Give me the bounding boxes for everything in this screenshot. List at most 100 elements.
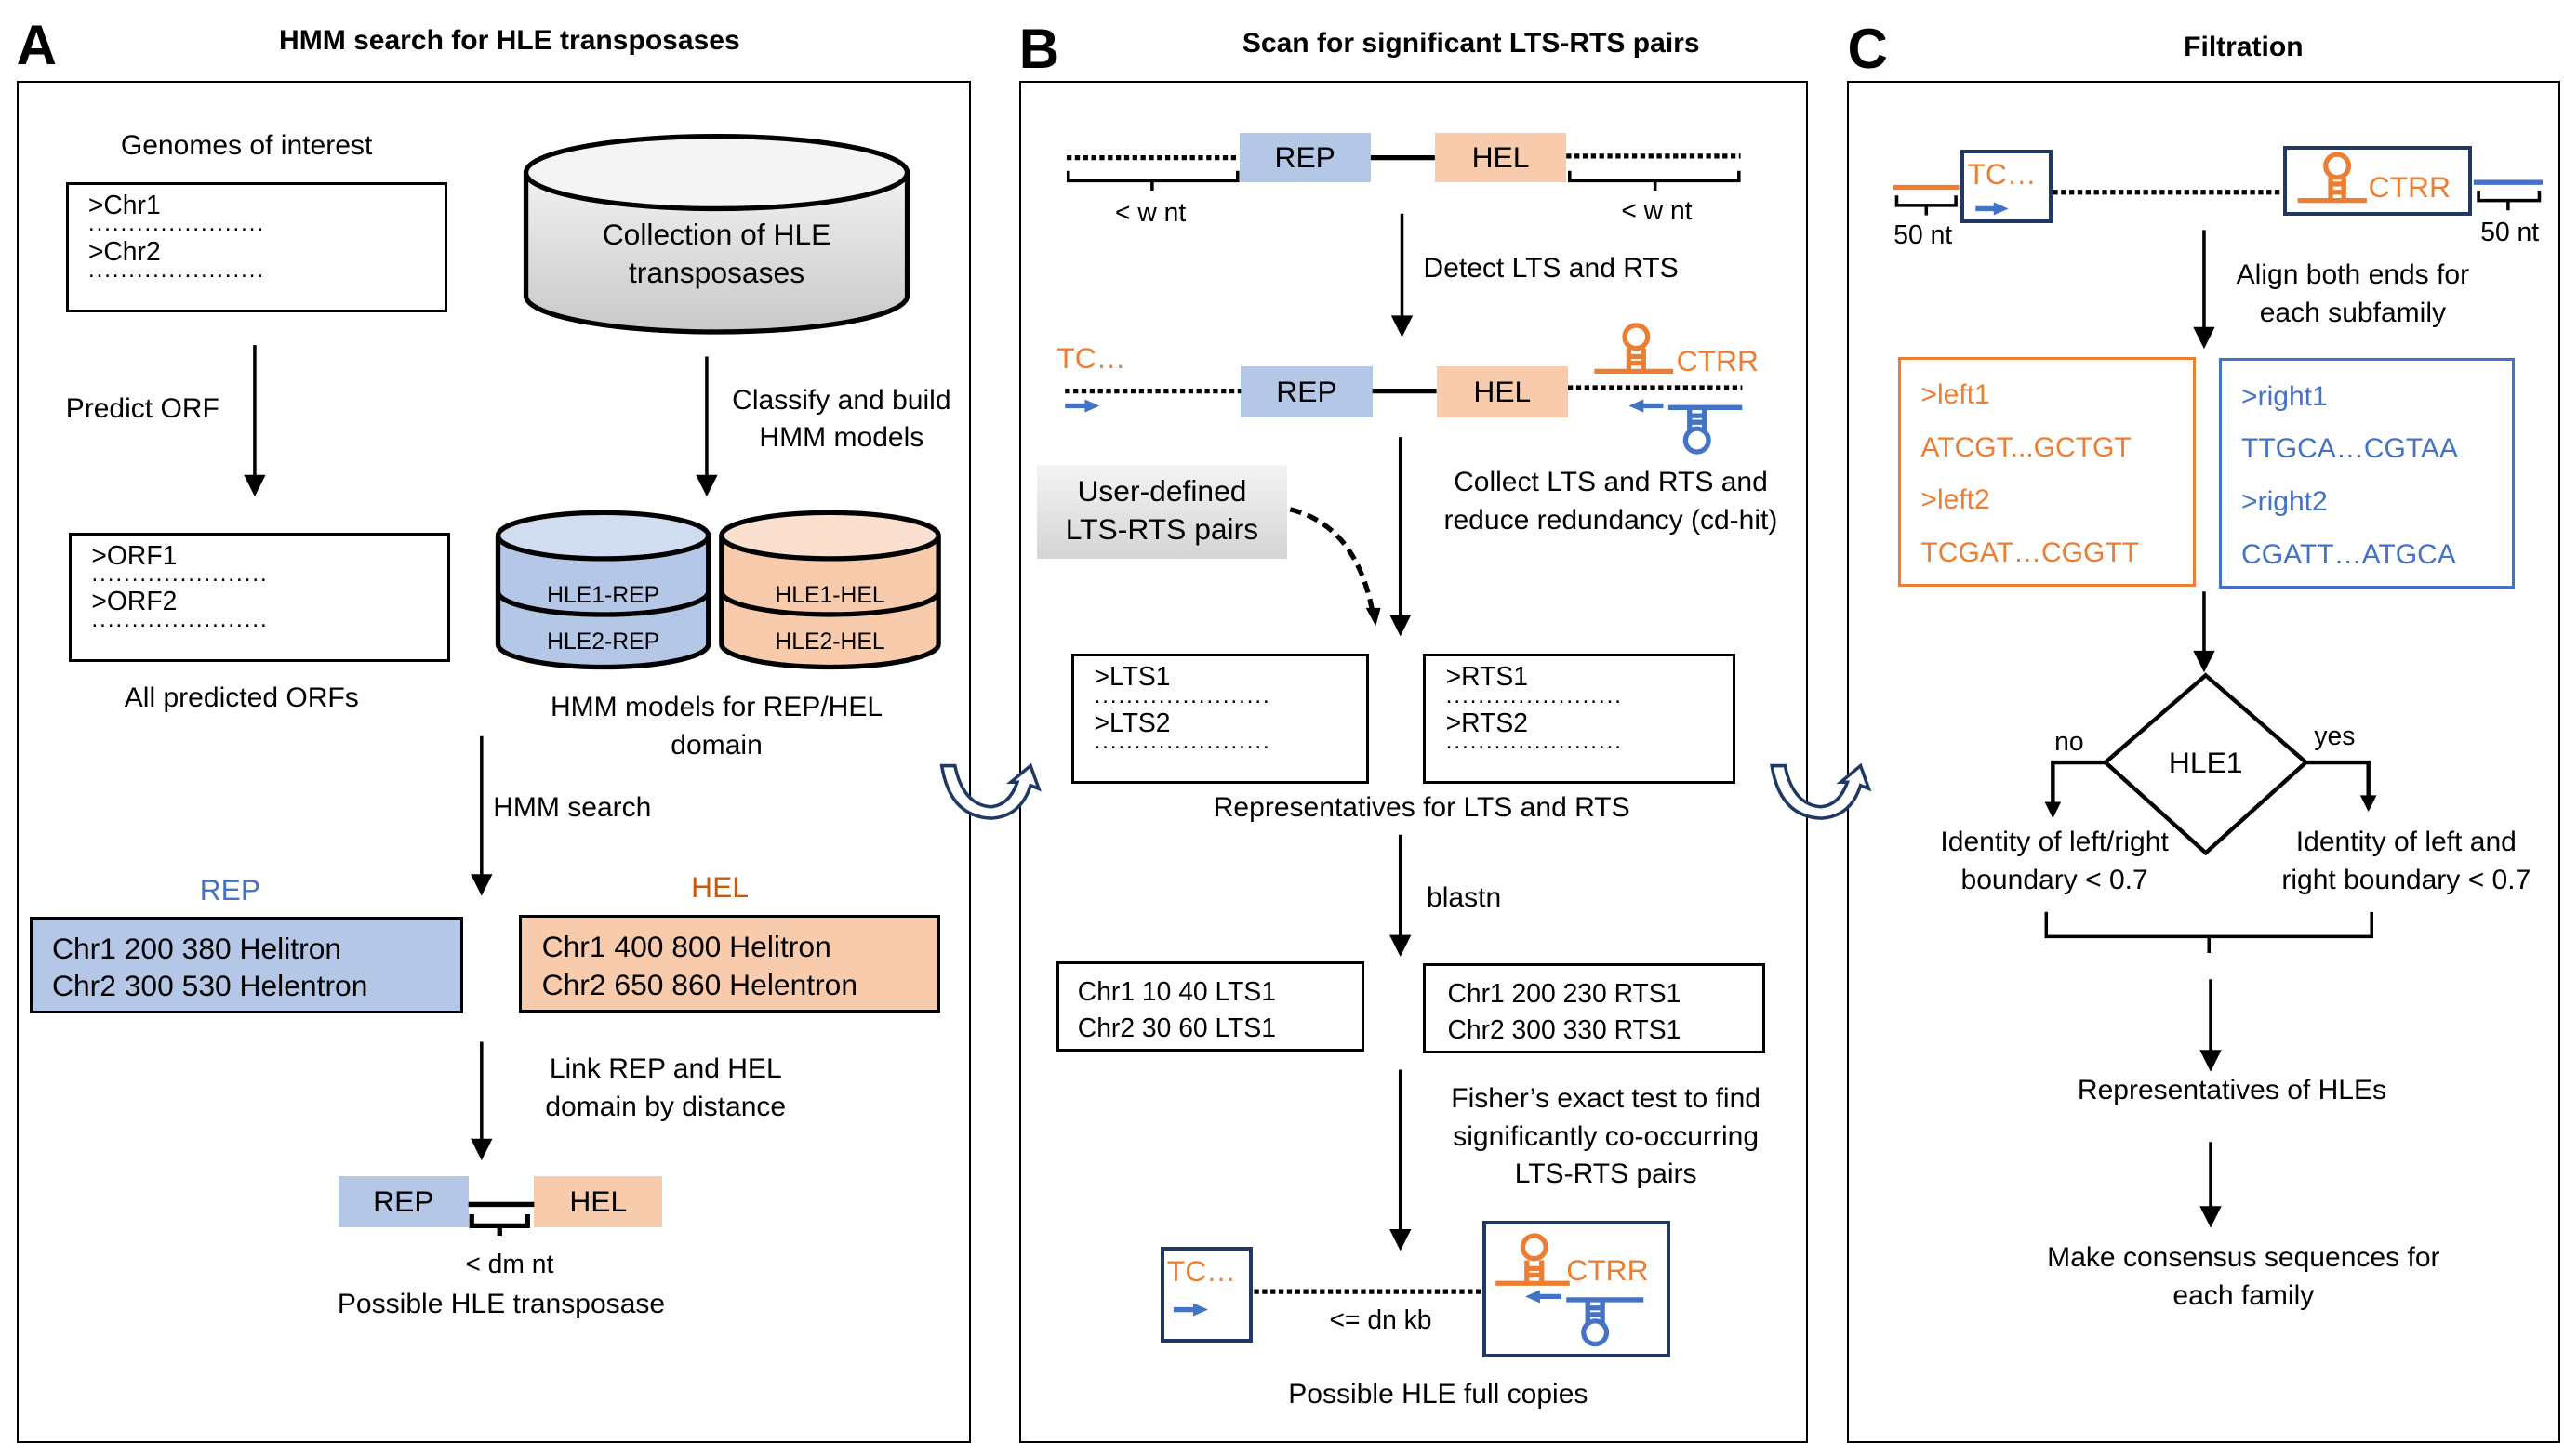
yes-branch-label: yes bbox=[2314, 721, 2356, 751]
possible-full-copies-caption: Possible HLE full copies bbox=[1288, 1378, 1588, 1410]
fasta-line: >ORF2 bbox=[91, 586, 178, 616]
seq-line: >left1 bbox=[1920, 379, 1990, 411]
fasta-line: >LTS1 bbox=[1094, 661, 1171, 692]
rep-hit-row: Chr2 300 530 Helentron bbox=[52, 969, 368, 1003]
ctrr-terminal-box bbox=[1482, 1221, 1670, 1357]
hmm-model-rep-1: HLE1-REP bbox=[547, 583, 660, 609]
classify-label-line2: HMM models bbox=[759, 422, 924, 454]
collection-label-line2: transposases bbox=[628, 255, 805, 289]
final-tc-label: TC… bbox=[1166, 1254, 1236, 1289]
hmm-model-hel-2: HLE2-HEL bbox=[775, 629, 885, 655]
final-rep-domain: REP bbox=[339, 1176, 469, 1228]
no-branch-label: no bbox=[2054, 725, 2084, 756]
hel-hit-row: Chr1 400 800 Helitron bbox=[541, 929, 831, 963]
rts-hit-row: Chr1 200 230 RTS1 bbox=[1447, 978, 1681, 1009]
collect-label-line1: Collect LTS and RTS and bbox=[1454, 467, 1768, 498]
window-left-label: < w nt bbox=[1114, 196, 1187, 227]
tc-terminal-box bbox=[1960, 149, 2053, 224]
fisher-line1: Fisher’s exact test to find bbox=[1451, 1082, 1760, 1114]
top-rep-domain: REP bbox=[1239, 133, 1371, 183]
seq-line: CGATT…ATGCA bbox=[2241, 538, 2456, 570]
fasta-line: >RTS1 bbox=[1445, 661, 1528, 692]
no-outcome-line1: Identity of left/right bbox=[1940, 827, 2169, 858]
right-flank-label: 50 nt bbox=[2480, 216, 2540, 246]
fasta-line: >RTS2 bbox=[1445, 707, 1528, 737]
seq-line: >right1 bbox=[2241, 380, 2328, 412]
link-label-line2: domain by distance bbox=[545, 1091, 787, 1122]
hmm-models-caption-line2: domain bbox=[671, 729, 763, 761]
rep-hit-row: Chr1 200 380 Helitron bbox=[52, 931, 342, 965]
yes-outcome-line1: Identity of left and bbox=[2295, 827, 2517, 858]
left-flank-label: 50 nt bbox=[1893, 219, 1953, 250]
yes-outcome-line2: right boundary < 0.7 bbox=[2281, 864, 2531, 895]
panel-a bbox=[16, 80, 972, 1443]
rts-hit-row: Chr2 300 330 RTS1 bbox=[1447, 1014, 1681, 1045]
detect-label: Detect LTS and RTS bbox=[1423, 253, 1679, 285]
tc-motif-label: TC… bbox=[1056, 340, 1126, 375]
tc-terminal-box bbox=[1160, 1247, 1253, 1343]
panel-c-title: Filtration bbox=[2184, 31, 2304, 62]
fasta-line: >ORF1 bbox=[91, 539, 178, 570]
hmm-search-label: HMM search bbox=[493, 792, 652, 824]
align-label-line2: each subfamily bbox=[2259, 298, 2447, 329]
fisher-line3: LTS-RTS pairs bbox=[1514, 1158, 1697, 1190]
hel-hits-box: Chr1 400 800 Helitron Chr2 650 860 Helen… bbox=[519, 915, 940, 1013]
rep-header: REP bbox=[199, 873, 261, 907]
consensus-line2: each family bbox=[2172, 1279, 2315, 1311]
seq-line: ATCGT...GCTGT bbox=[1920, 431, 2132, 463]
final-ctrr-label: CTRR bbox=[1566, 1252, 1649, 1287]
panel-a-title: HMM search for HLE transposases bbox=[279, 24, 740, 56]
fasta-dots: ...................... bbox=[1445, 729, 1623, 755]
fasta-dots: ...................... bbox=[91, 607, 269, 633]
mid-rep-domain: REP bbox=[1241, 366, 1373, 417]
user-defined-line2: LTS-RTS pairs bbox=[1065, 511, 1259, 546]
fasta-dots: ...................... bbox=[1094, 682, 1271, 708]
fasta-dots: ...................... bbox=[1445, 682, 1623, 708]
fasta-line: >Chr2 bbox=[87, 235, 161, 266]
user-defined-pairs-box bbox=[1037, 465, 1287, 559]
hmm-model-rep-2: HLE2-REP bbox=[547, 629, 660, 655]
collect-label-line2: reduce redundancy (cd-hit) bbox=[1443, 504, 1778, 536]
lts-fasta-box: >LTS1 ...................... >LTS2 .....… bbox=[1071, 654, 1370, 784]
fasta-dots: ...................... bbox=[91, 561, 269, 587]
representatives-hles-caption: Representatives of HLEs bbox=[2077, 1075, 2387, 1106]
consensus-line1: Make consensus sequences for bbox=[2047, 1242, 2440, 1274]
panel-b bbox=[1018, 80, 1809, 1443]
top-hel-domain: HEL bbox=[1434, 133, 1567, 183]
seq-line: TCGAT…CGGTT bbox=[1920, 536, 2140, 568]
fasta-line: >Chr1 bbox=[87, 190, 161, 220]
right-boundary-box: >right1 TTGCA…CGTAA >right2 CGATT…ATGCA bbox=[2218, 358, 2515, 589]
blastn-label: blastn bbox=[1427, 882, 1502, 914]
hel-hit-row: Chr2 650 860 Helentron bbox=[541, 967, 858, 1001]
orf-fasta-box: >ORF1 ...................... >ORF2 .....… bbox=[69, 532, 451, 663]
hmm-model-hel-1: HLE1-HEL bbox=[775, 583, 885, 609]
c-tc-label: TC… bbox=[1967, 156, 2037, 191]
fasta-dots: ...................... bbox=[87, 257, 265, 283]
dn-distance-label: <= dn kb bbox=[1329, 1304, 1432, 1334]
lts-hits-box: Chr1 10 40 LTS1 Chr2 30 60 LTS1 bbox=[1056, 960, 1364, 1052]
panel-b-letter: B bbox=[1018, 17, 1060, 80]
panel-a-letter: A bbox=[16, 14, 58, 77]
fasta-dots: ...................... bbox=[1094, 729, 1271, 755]
hel-header: HEL bbox=[691, 869, 749, 904]
genome-fasta-box: >Chr1 ...................... >Chr2 .....… bbox=[65, 182, 447, 312]
window-right-label: < w nt bbox=[1621, 194, 1693, 225]
fasta-dots: ...................... bbox=[87, 211, 265, 237]
rts-hits-box: Chr1 200 230 RTS1 Chr2 300 330 RTS1 bbox=[1423, 962, 1766, 1053]
final-hel-domain: HEL bbox=[534, 1176, 663, 1228]
fisher-line2: significantly co-occurring bbox=[1453, 1120, 1760, 1152]
mid-hel-domain: HEL bbox=[1436, 366, 1568, 417]
collection-label-line1: Collection of HLE bbox=[602, 218, 831, 252]
lts-hit-row: Chr1 10 40 LTS1 bbox=[1077, 976, 1276, 1007]
rep-hits-box: Chr1 200 380 Helitron Chr2 300 530 Helen… bbox=[29, 917, 464, 1014]
ctrr-terminal-box bbox=[2282, 146, 2472, 216]
c-ctrr-label: CTRR bbox=[2368, 170, 2451, 205]
align-label-line1: Align both ends for bbox=[2236, 259, 2470, 291]
lts-hit-row: Chr2 30 60 LTS1 bbox=[1077, 1013, 1276, 1043]
user-defined-line1: User-defined bbox=[1077, 473, 1247, 508]
rts-fasta-box: >RTS1 ...................... >RTS2 .....… bbox=[1423, 654, 1736, 784]
left-boundary-box: >left1 ATCGT...GCTGT >left2 TCGAT…CGGTT bbox=[1898, 356, 2197, 587]
orfs-caption: All predicted ORFs bbox=[124, 682, 359, 713]
dm-distance-label: < dm nt bbox=[465, 1248, 554, 1278]
no-outcome-line2: boundary < 0.7 bbox=[1960, 864, 2148, 895]
